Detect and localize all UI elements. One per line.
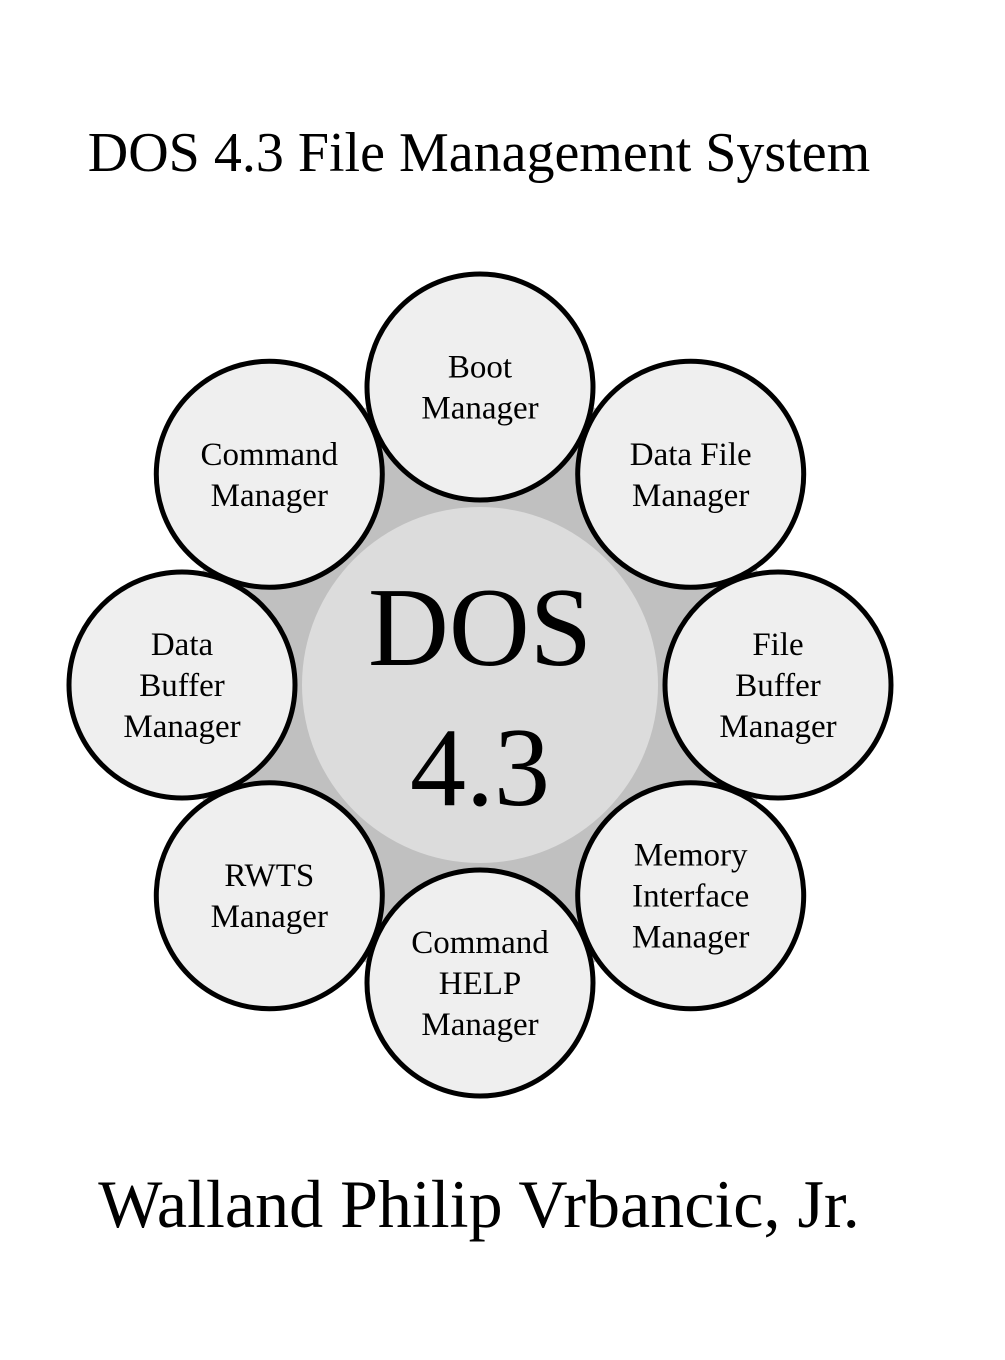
manager-node-label: Manager <box>719 709 836 745</box>
center-label-line-1: DOS <box>368 566 592 690</box>
manager-node-circle <box>153 358 385 590</box>
manager-node-label: Data File <box>630 437 752 473</box>
manager-node-label: Buffer <box>735 668 821 704</box>
manager-node-label: Memory <box>634 838 748 874</box>
manager-node-rwts: RWTS Manager <box>153 780 385 1012</box>
manager-node-label: Interface <box>632 879 749 915</box>
page-title: DOS 4.3 File Management System <box>87 122 871 184</box>
manager-node-circle <box>364 271 596 503</box>
manager-node-label: HELP <box>439 966 522 1002</box>
manager-node-label: Manager <box>632 478 749 514</box>
manager-node-label: Command <box>411 925 549 961</box>
manager-node-circle <box>662 569 894 801</box>
center-hub <box>302 507 658 863</box>
manager-node-label: Buffer <box>139 668 225 704</box>
center-label-line-2: 4.3 <box>410 706 550 830</box>
manager-node-label: Manager <box>632 920 749 956</box>
manager-node-label: Command <box>201 437 339 473</box>
manager-node-label: Manager <box>123 709 240 745</box>
manager-node-label: RWTS <box>224 858 314 894</box>
manager-node-circle <box>575 358 807 590</box>
manager-node-label: File <box>752 627 803 663</box>
manager-node-label: Manager <box>211 478 328 514</box>
manager-node-circle <box>153 780 385 1012</box>
manager-node-label: Data <box>151 627 214 663</box>
manager-node-label: Boot <box>448 350 512 386</box>
manager-node-circle <box>66 569 298 801</box>
manager-node-circle <box>364 867 596 1099</box>
manager-node-circle <box>575 780 807 1012</box>
manager-node-label: Manager <box>421 391 538 427</box>
manager-node-label: Manager <box>211 899 328 935</box>
manager-node-label: Manager <box>421 1007 538 1043</box>
author-name: Walland Philip Vrbancic, Jr. <box>98 1166 860 1242</box>
